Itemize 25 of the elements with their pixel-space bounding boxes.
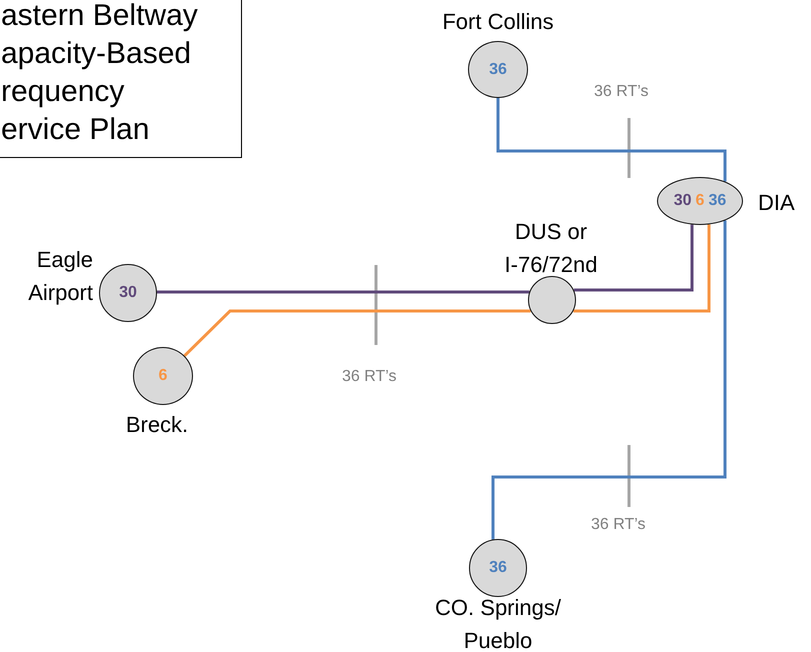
trip-count-label: 36 RT’s (591, 516, 646, 534)
trip-count-label: 36 RT’s (594, 83, 649, 101)
route-number: 30 (119, 284, 137, 302)
route-line (574, 224, 694, 292)
route-number: 36 (489, 60, 507, 78)
place-label: Eagle Airport (27, 246, 93, 307)
route-line (183, 310, 531, 357)
route-number: 36 (489, 559, 507, 577)
route-line (573, 224, 710, 312)
title-text: astern Beltway apacity-Based requency ervice Plan (1, 0, 199, 148)
place-label: Breck. (124, 411, 190, 439)
title-box (0, 0, 242, 158)
place-label: DUS or I-76/72nd (504, 218, 598, 279)
route-line (156, 290, 530, 294)
stop-circle (528, 276, 576, 324)
route-number: 30 (674, 192, 692, 210)
route-number: 6 (158, 367, 168, 385)
place-label: CO. Springs/ Pueblo (434, 594, 562, 652)
route-line (496, 98, 726, 182)
place-label: DIA (758, 189, 796, 217)
route-number: 6 (696, 192, 704, 210)
route-number: 36 (708, 192, 726, 210)
trip-count-label: 36 RT’s (342, 368, 397, 386)
place-label: Fort Collins (441, 8, 555, 36)
route-line (492, 220, 726, 540)
